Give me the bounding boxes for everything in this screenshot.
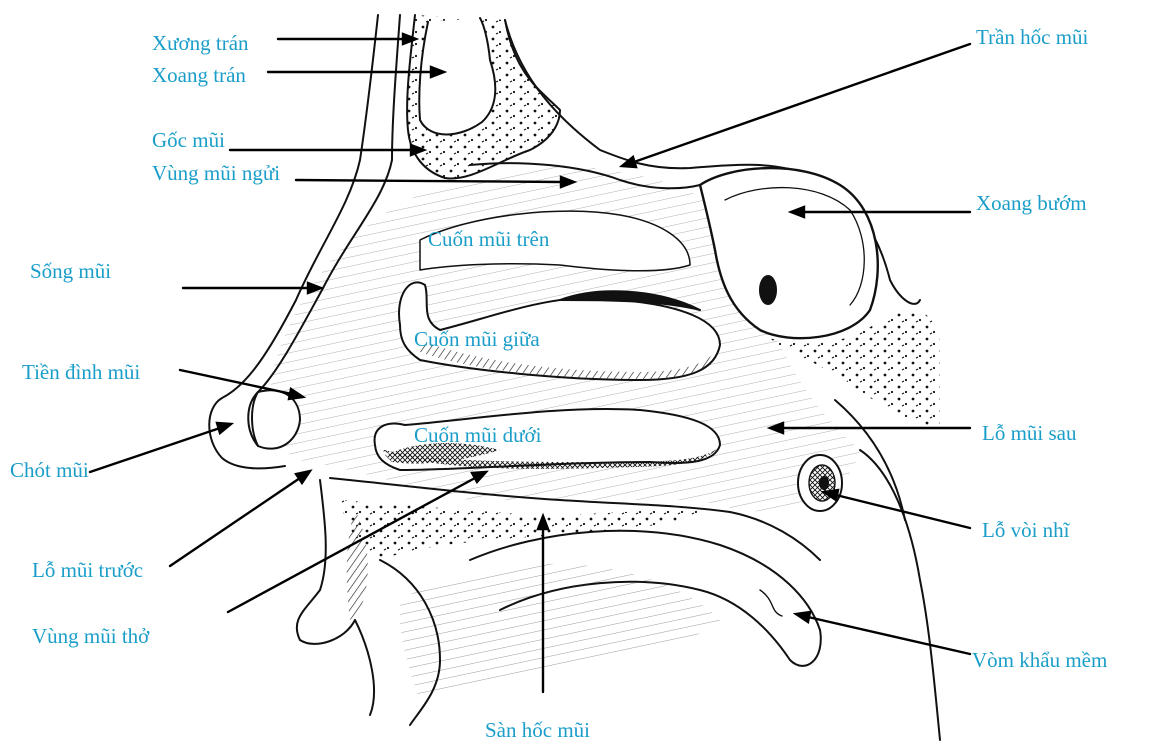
label-song-mui: Sống mũi <box>30 259 111 283</box>
soft-palate-fold <box>760 590 782 616</box>
anatomy-illustration <box>209 15 940 740</box>
label-xoang-buom: Xoang bướm <box>976 191 1087 215</box>
label-tien-dinh-mui: Tiền đình mũi <box>22 360 140 384</box>
palate-bone <box>340 500 700 560</box>
label-goc-mui: Gốc mũi <box>152 128 225 152</box>
label-lo-mui-truoc: Lỗ mũi trước <box>32 558 143 582</box>
label-xuong-tran: Xương trán <box>152 31 249 55</box>
label-chot-mui: Chót mũi <box>10 458 89 482</box>
pharynx-wall <box>860 450 940 740</box>
lower-lip <box>355 620 374 715</box>
sphenoid-opening <box>760 276 776 304</box>
label-xoang-tran: Xoang trán <box>152 63 246 87</box>
leader-chot-mui <box>90 423 231 472</box>
label-vung-mui-ngui: Vùng mũi ngửi <box>152 161 280 185</box>
label-lo-mui-sau: Lỗ mũi sau <box>982 421 1077 445</box>
leader-goc-mui <box>230 145 424 155</box>
leader-lo-mui-truoc <box>170 471 310 566</box>
label-san-hoc-mui: Sàn hốc mũi <box>485 718 590 742</box>
label-cuon-mui-duoi: Cuốn mũi dưới <box>414 423 542 447</box>
label-vom-khau-mem: Vòm khẩu mềm <box>972 648 1107 672</box>
label-cuon-mui-giua: Cuốn mũi giữa <box>414 327 540 351</box>
leader-vom-khau-mem <box>796 612 970 654</box>
leader-tran-hoc-mui <box>622 44 970 167</box>
label-vung-mui-tho: Vùng mũi thở <box>32 624 150 648</box>
label-cuon-mui-tren: Cuốn mũi trên <box>428 227 550 251</box>
leader-lo-voi-nhi <box>824 490 970 528</box>
label-lo-voi-nhi: Lỗ vòi nhĩ <box>982 518 1071 542</box>
leader-xuong-tran <box>278 34 416 44</box>
label-tran-hoc-mui: Trần hốc mũi <box>976 25 1089 49</box>
